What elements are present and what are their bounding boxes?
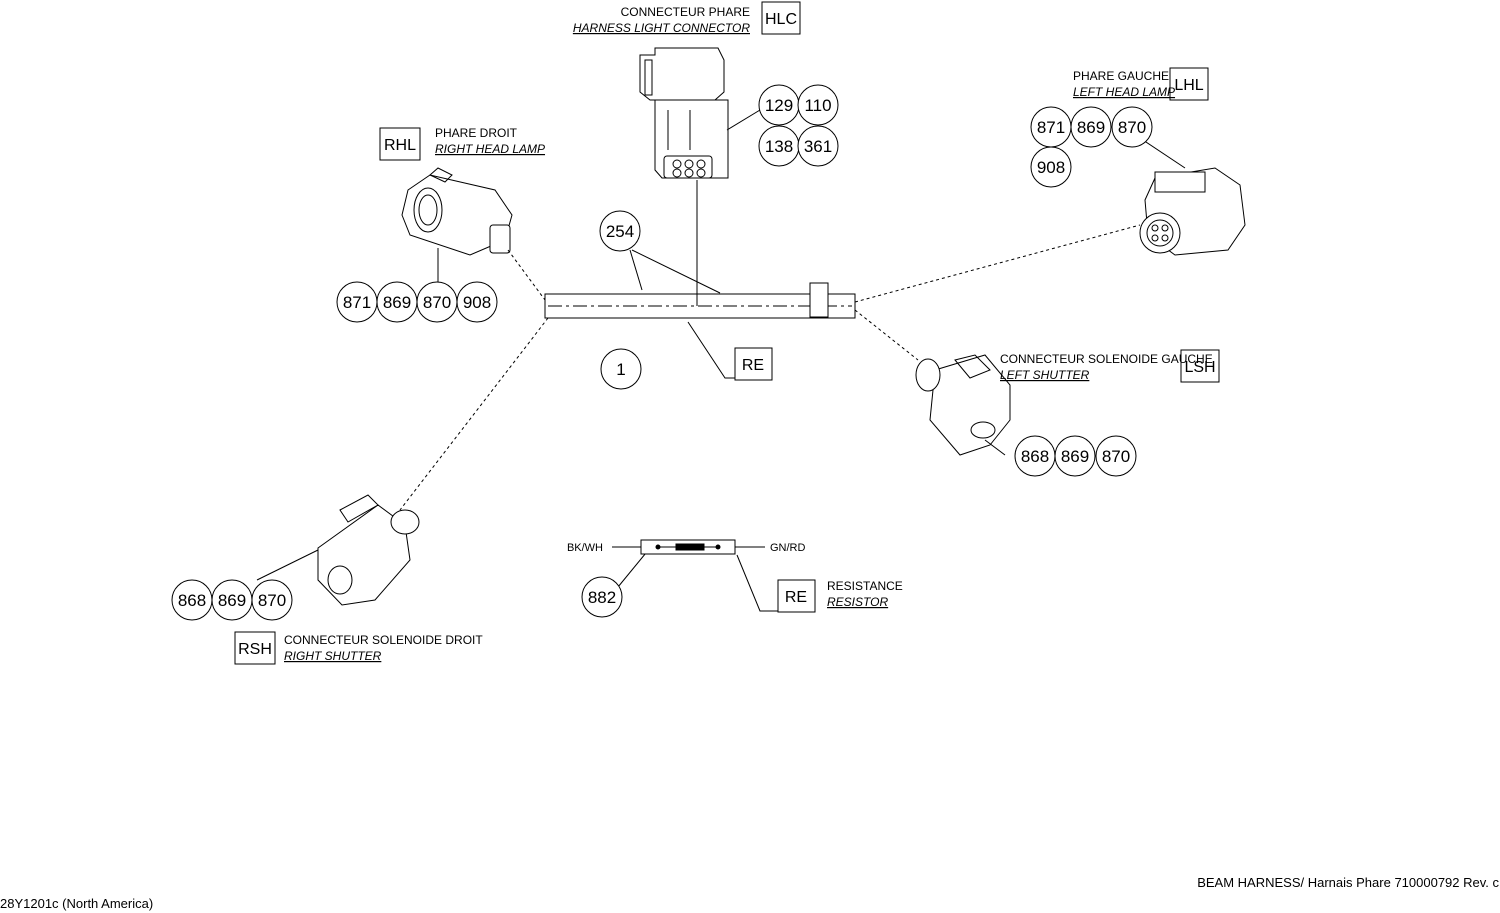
lsh-name-fr: CONNECTEUR SOLENOIDE GAUCHE <box>1000 352 1213 366</box>
resistor-name-en: RESISTOR <box>827 595 888 609</box>
rhl-name-fr: PHARE DROIT <box>435 126 518 140</box>
rhl-part-number: 908 <box>463 293 491 312</box>
rsh-name-fr: CONNECTEUR SOLENOIDE DROIT <box>284 633 483 647</box>
lhl-name-fr: PHARE GAUCHE <box>1073 69 1169 83</box>
rsh-part-number: 868 <box>178 591 206 610</box>
lsh-label-group: CONNECTEUR SOLENOIDE GAUCHE LEFT SHUTTER… <box>1000 349 1220 477</box>
lsh-part-number: 870 <box>1102 447 1130 466</box>
harness-item-number: 1 <box>616 360 625 379</box>
rhl-name-en: RIGHT HEAD LAMP <box>435 142 545 156</box>
hlc-part-number: 361 <box>804 137 832 156</box>
lsh-part-number: 868 <box>1021 447 1049 466</box>
rsh-name-en: RIGHT SHUTTER <box>284 649 382 663</box>
hlc-part-number: 110 <box>804 96 831 115</box>
wire-color-right: GN/RD <box>770 542 806 554</box>
lhl-part-number: 871 <box>1037 118 1065 137</box>
rsh-part-number: 870 <box>258 591 286 610</box>
lhl-code-badge: LHL <box>1174 77 1203 94</box>
rhl-connector-drawing <box>401 167 513 256</box>
lhl-part-number: 870 <box>1118 118 1146 137</box>
hlc-part-number: 138 <box>765 137 793 156</box>
harness-callouts: 254 1 RE <box>599 210 773 390</box>
lhl-connector-drawing <box>1139 167 1246 256</box>
hlc-label-group: CONNECTEUR PHARE HARNESS LIGHT CONNECTOR… <box>573 1 839 167</box>
hlc-part-number: 129 <box>765 96 793 115</box>
rsh-code-badge: RSH <box>238 641 272 658</box>
lhl-name-en: LEFT HEAD LAMP <box>1073 85 1175 99</box>
rhl-part-number: 871 <box>343 293 371 312</box>
hlc-connector-drawing <box>639 47 729 179</box>
hlc-code-badge: HLC <box>765 11 797 28</box>
rhl-part-number: 869 <box>383 293 411 312</box>
resistor-name-fr: RESISTANCE <box>827 579 903 593</box>
tape-part-number: 254 <box>606 222 634 241</box>
routing-lines <box>399 224 1141 511</box>
lsh-name-en: LEFT SHUTTER <box>1000 368 1090 382</box>
rsh-connector-drawing <box>317 494 420 606</box>
rhl-part-number: 870 <box>423 293 451 312</box>
lhl-label-group: PHARE GAUCHE LEFT HEAD LAMP LHL 871 869 … <box>1030 67 1209 188</box>
wire-color-left: BK/WH <box>567 542 603 554</box>
lsh-code-badge: LSH <box>1184 359 1215 376</box>
resistor-part-number: 882 <box>588 588 616 607</box>
hlc-name-fr: CONNECTEUR PHARE <box>621 5 750 19</box>
drawing-title: BEAM HARNESS/ Harnais Phare 710000792 Re… <box>1197 875 1499 890</box>
lsh-part-number: 869 <box>1061 447 1089 466</box>
lhl-part-number: 869 <box>1077 118 1105 137</box>
rsh-part-number: 869 <box>218 591 246 610</box>
lsh-connector-drawing <box>915 354 1011 456</box>
lhl-part-number: 908 <box>1037 158 1065 177</box>
rsh-label-group: 868 869 870 RSH CONNECTEUR SOLENOIDE DRO… <box>171 579 483 665</box>
harness-resistor-code-badge: RE <box>742 357 764 374</box>
harness-body <box>544 180 856 319</box>
resistor-code-badge: RE <box>785 589 807 606</box>
rhl-code-badge: RHL <box>384 137 416 154</box>
drawing-code: 28Y1201c (North America) <box>0 896 154 911</box>
hlc-name-en: HARNESS LIGHT CONNECTOR <box>573 21 750 35</box>
resistor-detail-drawing <box>612 539 765 555</box>
rhl-label-group: RHL PHARE DROIT RIGHT HEAD LAMP 871 869 … <box>336 126 545 323</box>
resistor-detail-labels: BK/WH GN/RD 882 RE RESISTANCE RESISTOR <box>567 542 903 618</box>
leader-lines <box>256 109 1186 612</box>
